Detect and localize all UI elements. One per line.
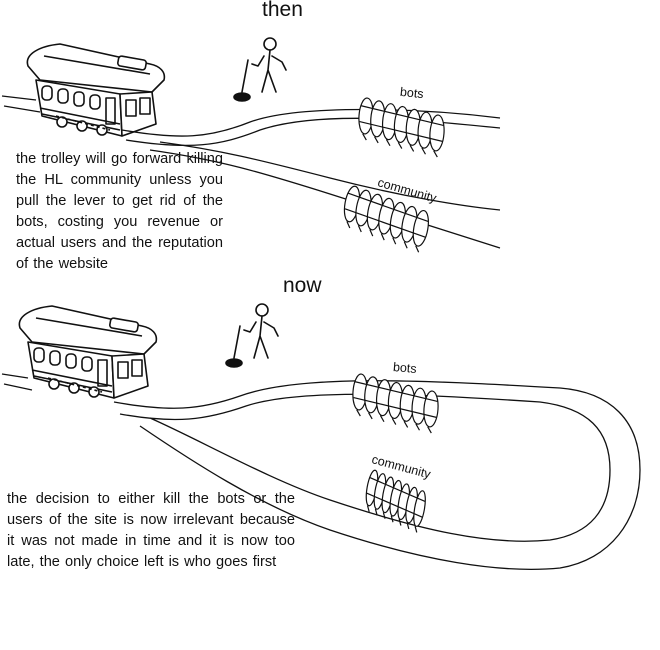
lever-man-icon (225, 303, 279, 368)
then-caption: the trolley will go forward killing the … (16, 151, 223, 272)
now-tracks-loop (2, 374, 640, 569)
trolley-icon (18, 305, 158, 399)
trolley-icon (26, 43, 166, 137)
now-bots-label: bots (392, 359, 418, 377)
bots-crowd-icon (349, 372, 441, 435)
then-bots-label: bots (399, 84, 425, 102)
bots-crowd-icon (355, 96, 447, 159)
now-scene (2, 303, 640, 569)
then-scene (2, 37, 500, 254)
then-heading: then (262, 0, 303, 21)
lever-man-icon (233, 37, 287, 102)
now-heading: now (283, 274, 322, 297)
now-caption: the decision to either kill the bots or … (7, 491, 295, 570)
